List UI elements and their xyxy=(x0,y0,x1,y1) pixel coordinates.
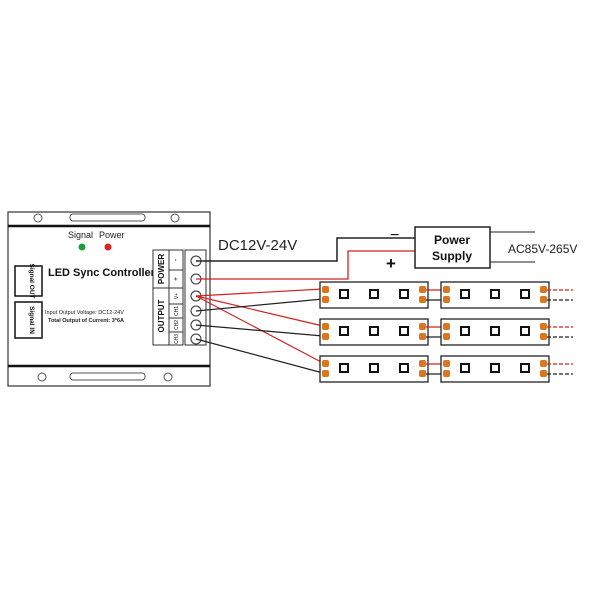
led-chip-icon xyxy=(399,363,409,373)
pad-positive xyxy=(540,323,547,330)
led-strip xyxy=(440,281,550,309)
pad-positive xyxy=(322,323,329,330)
out-ch2-label: CH2 xyxy=(174,320,180,330)
power-positive-wire xyxy=(196,250,415,280)
pad-positive xyxy=(419,286,426,293)
pad-negative xyxy=(540,333,547,340)
out-vplus-label: V+ xyxy=(174,293,180,299)
pad-negative xyxy=(419,333,426,340)
led-chip-icon xyxy=(460,326,470,336)
pad-negative xyxy=(443,296,450,303)
out-ch3-label: CH3 xyxy=(174,334,180,344)
signal-out-label: Signal OUT xyxy=(28,263,35,298)
led-strips xyxy=(319,281,573,383)
led-chip-icon xyxy=(339,289,349,299)
led-chip-icon xyxy=(520,289,530,299)
power-negative-wire xyxy=(196,237,415,262)
led-chip-icon xyxy=(490,363,500,373)
pad-positive xyxy=(322,286,329,293)
led-chip-icon xyxy=(399,326,409,336)
pad-positive xyxy=(443,323,450,330)
pad-negative xyxy=(540,370,547,377)
led-sync-controller: Signal Power LED Sync Controller Signal … xyxy=(7,211,211,387)
led-chip-icon xyxy=(339,326,349,336)
pad-positive xyxy=(419,360,426,367)
led-chip-icon xyxy=(339,363,349,373)
led-strip xyxy=(440,318,550,346)
power-supply: Power Supply − + xyxy=(386,226,535,273)
pad-positive xyxy=(540,360,547,367)
led-strip xyxy=(319,318,429,346)
led-chip-icon xyxy=(490,289,500,299)
signal-indicator-label: Signal xyxy=(68,230,93,240)
led-chip-icon xyxy=(520,363,530,373)
signal-in-label: Signal IN xyxy=(28,306,35,334)
spec-current: Total Output of Current: 3*6A xyxy=(48,318,124,324)
pad-negative xyxy=(540,296,547,303)
power-led-icon xyxy=(104,243,112,251)
power-section-label: POWER xyxy=(157,254,166,284)
pad-positive xyxy=(443,360,450,367)
output-section-label: OUTPUT xyxy=(157,299,166,332)
pad-negative xyxy=(322,296,329,303)
led-strip xyxy=(440,355,550,383)
controller-title: LED Sync Controller xyxy=(48,267,156,279)
power-minus-label: - xyxy=(173,258,180,261)
psu-plus-sign: + xyxy=(386,254,396,273)
power-supply-label-1: Power xyxy=(434,233,470,247)
pad-negative xyxy=(322,370,329,377)
led-chip-icon xyxy=(460,289,470,299)
dc-voltage-label: DC12V-24V xyxy=(218,237,297,254)
pad-negative xyxy=(419,296,426,303)
psu-minus-sign: − xyxy=(390,227,399,244)
led-strip xyxy=(319,355,429,383)
pad-positive xyxy=(540,286,547,293)
pad-positive xyxy=(322,360,329,367)
led-chip-icon xyxy=(369,363,379,373)
led-chip-icon xyxy=(460,363,470,373)
pad-negative xyxy=(419,370,426,377)
signal-out-port xyxy=(14,265,43,297)
pad-negative xyxy=(443,333,450,340)
ac-voltage-label: AC85V-265V xyxy=(508,242,577,256)
led-strip xyxy=(319,281,429,309)
power-indicator-label: Power xyxy=(99,230,125,240)
led-chip-icon xyxy=(369,289,379,299)
led-chip-icon xyxy=(490,326,500,336)
pad-positive xyxy=(419,323,426,330)
led-chip-icon xyxy=(369,326,379,336)
pad-positive xyxy=(443,286,450,293)
led-chip-icon xyxy=(520,326,530,336)
pad-negative xyxy=(443,370,450,377)
pad-negative xyxy=(322,333,329,340)
signal-in-port xyxy=(14,301,43,339)
output-wires xyxy=(195,288,324,374)
out-ch1-label: CH1 xyxy=(174,306,180,316)
led-chip-icon xyxy=(399,289,409,299)
signal-led-icon xyxy=(78,243,86,251)
power-supply-label-2: Supply xyxy=(432,249,472,263)
spec-voltage: Input Output Voltage: DC12-24V xyxy=(45,310,124,316)
power-plus-label: + xyxy=(173,277,180,281)
